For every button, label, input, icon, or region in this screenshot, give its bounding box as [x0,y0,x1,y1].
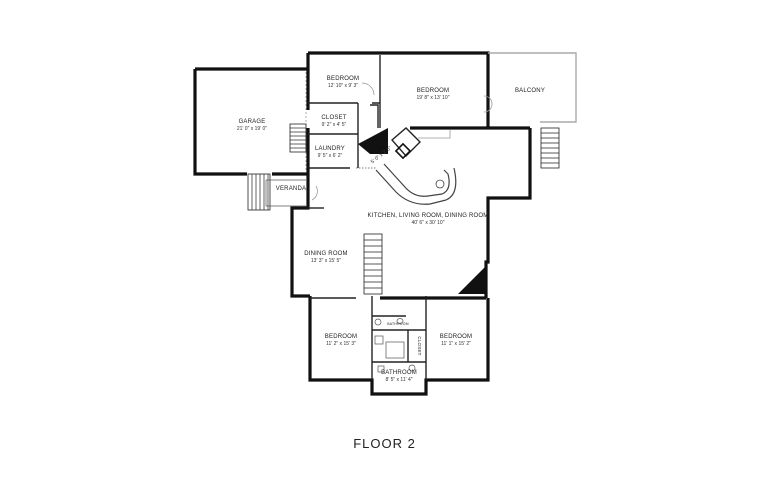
bedroom-top-right-label: BEDROOM [417,88,449,94]
floor-label: FLOOR 2 [353,436,416,451]
bedroom-bottom-left-dims: 11' 2" x 15' 3" [326,341,356,347]
bottom-wing-walls [308,296,490,396]
bedroom-top-left-label: BEDROOM [327,76,359,82]
kitchen-dims: 40' 6" x 30' 10" [412,220,445,226]
interior-stairs [363,233,383,295]
room-labels: GARAGE 21' 0" x 19' 0" BEDROOM 12' 10" x… [237,76,545,383]
garage-dims: 21' 0" x 19' 0" [237,126,267,132]
dining-dims: 13' 3" x 15' 5" [311,258,341,264]
balcony-outline [488,52,577,130]
garage-room [193,67,308,176]
bedroom-bottom-left-label: BEDROOM [325,334,357,340]
door-arcs [311,82,493,201]
bedroom-top-right-dims: 19' 8" x 13' 10" [417,95,450,101]
garage-label: GARAGE [239,119,266,125]
balcony-stairs [540,127,560,169]
dining-label: DINING ROOM [304,251,348,257]
bathroom-small-label: BATHROOM [387,322,409,326]
bathroom-dims: 8' 5" x 11' 4" [385,377,412,383]
closet-top-dims: 9' 2" x 4' 5" [322,122,347,128]
bathroom-label: BATHROOM [381,370,417,376]
closet-small-label: CLOSET [417,336,422,355]
laundry-dims: 9' 5" x 6' 2" [318,153,343,159]
bedroom-bottom-right-dims: 11' 1" x 15' 2" [441,341,471,347]
kitchen-label: KITCHEN, LIVING ROOM, DINING ROOM [368,213,489,219]
bedroom-top-left-dims: 12' 10" x 9' 3" [328,83,358,89]
balcony-label: BALCONY [515,88,545,94]
room-dividers [308,167,376,209]
laundry-label: LAUNDRY [315,146,345,152]
pantry [391,127,451,160]
fireplace [458,266,486,294]
kitchen-island [375,163,457,205]
veranda-label: VERANDA [276,186,306,192]
chimney-block [358,128,388,154]
garage-stairs [289,123,307,153]
closet-top-label: CLOSET [321,115,346,121]
bedroom-bottom-right-label: BEDROOM [440,334,472,340]
entry-stairs [247,173,271,211]
